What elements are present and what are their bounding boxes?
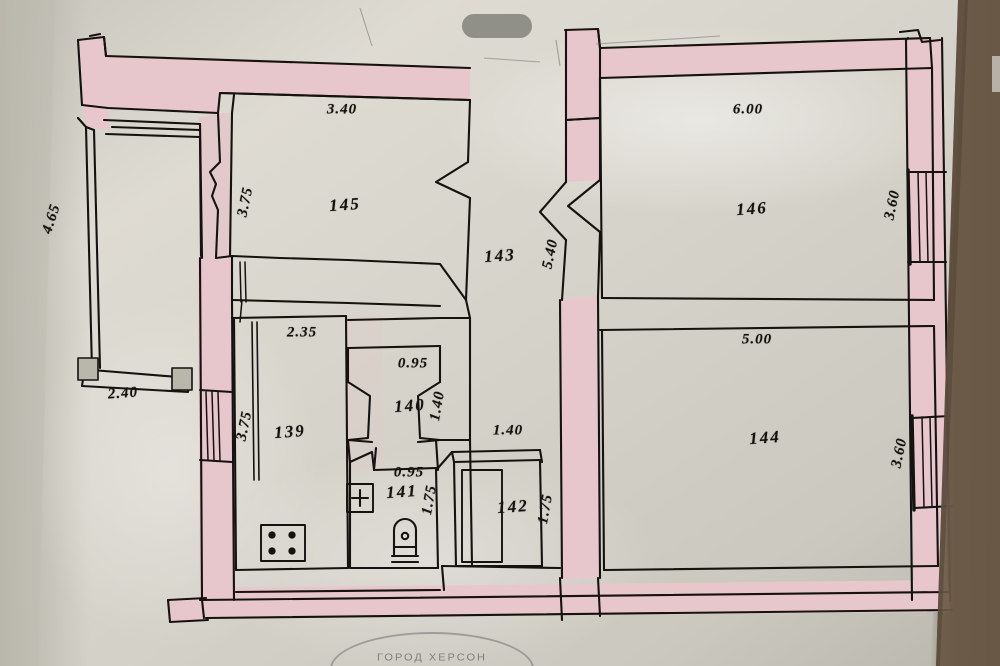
pencil-artifacts [359, 7, 721, 67]
paper-edge [936, 0, 1000, 666]
wall-linework [76, 27, 954, 624]
stamp-text: ГОРОД ХЕРСОН [377, 652, 487, 664]
redaction-blob [462, 14, 532, 38]
